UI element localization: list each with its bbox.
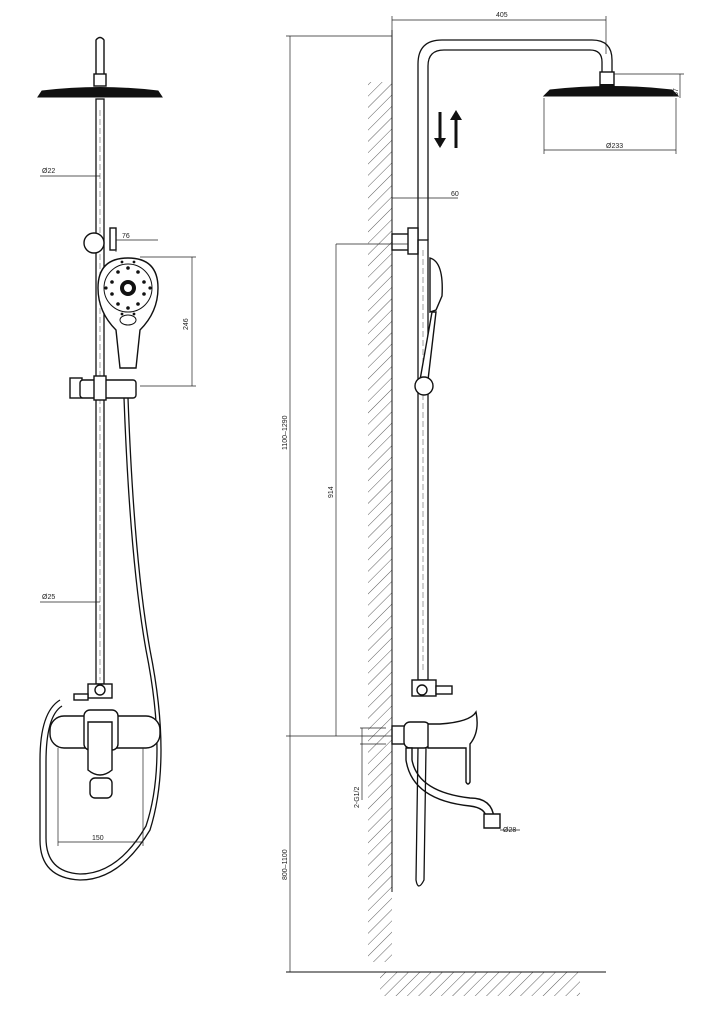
front-view: Ø22 76 246 <box>37 36 196 881</box>
bracket-lever <box>109 227 117 251</box>
overall-height-label: 1100–1290 <box>282 415 289 450</box>
front-wall-bracket <box>83 232 105 254</box>
shower-arm-outer <box>417 39 613 240</box>
rain-head-height-label: 57 <box>673 88 680 96</box>
hose-side <box>415 747 427 887</box>
rain-head-diameter-label: Ø233 <box>606 143 623 150</box>
mixer-side <box>391 710 478 785</box>
shower-hose <box>39 397 162 881</box>
side-view: 1100–1290 405 57 Ø233 60 <box>282 12 684 996</box>
shower-arm-inner <box>427 49 603 240</box>
spout-diameter-label: Ø28 <box>503 827 516 834</box>
mixer-lever <box>87 721 113 776</box>
floor-hatching <box>380 972 580 996</box>
up-down-arrows-icon <box>434 110 462 148</box>
hand-shower-side <box>414 257 443 396</box>
mixer-height-label: 800–1100 <box>282 849 289 880</box>
spout-front <box>89 777 113 799</box>
mixer-width-label: 150 <box>92 835 104 842</box>
side-wall-bracket <box>391 227 419 255</box>
mixer-front <box>49 709 161 799</box>
diverter-side <box>411 679 453 697</box>
slide-bar-holder <box>69 375 137 401</box>
hand-shower-length-label: 246 <box>183 318 190 330</box>
wall-offset-label: 60 <box>451 191 459 198</box>
top-arm-width-label: 405 <box>496 12 508 19</box>
rain-head-swivel-nut <box>93 73 107 87</box>
upper-pipe-diameter-label: Ø22 <box>42 168 55 175</box>
thread-size-label: 2-G1/2 <box>354 786 361 808</box>
bar-height-label: 914 <box>328 486 335 498</box>
lower-pipe-diameter-label: Ø25 <box>42 594 55 601</box>
hand-shower-width-label: 76 <box>122 233 130 240</box>
wall-hatching <box>368 82 392 962</box>
hand-shower-front <box>97 257 159 369</box>
mixer-lever-side <box>427 710 478 785</box>
diverter-front <box>73 683 113 701</box>
rain-head-side <box>542 86 680 97</box>
spout-side <box>405 747 495 827</box>
rain-head-front <box>37 87 163 98</box>
